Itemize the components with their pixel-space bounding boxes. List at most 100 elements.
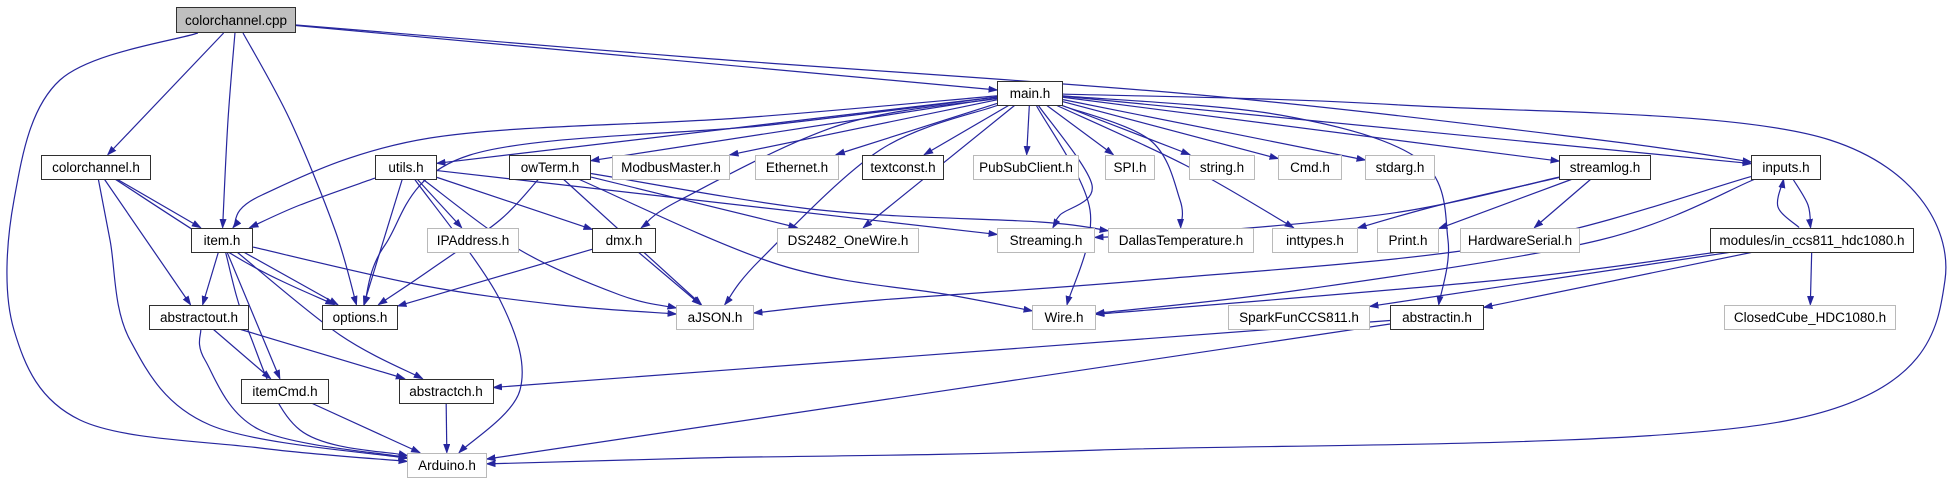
graph-node-main-h[interactable]: main.h bbox=[997, 80, 1063, 106]
include-edge-modules-to-inputs bbox=[1776, 178, 1800, 228]
graph-node-item-h[interactable]: item.h bbox=[191, 227, 253, 253]
include-edge-dmx-to-options bbox=[396, 248, 593, 307]
graph-node-ajson-h: aJSON.h bbox=[676, 304, 754, 330]
include-edge-main-to-inttypes bbox=[1056, 104, 1295, 229]
include-edge-cch-to-options bbox=[115, 178, 336, 306]
graph-node-inttypes-h: inttypes.h bbox=[1272, 227, 1358, 253]
include-edge-item-to-ach bbox=[237, 252, 424, 380]
include-edge-main-to-options bbox=[363, 96, 998, 306]
graph-node-stdarg-h: stdarg.h bbox=[1365, 154, 1435, 180]
include-edge-ccpp-to-cch bbox=[106, 32, 225, 156]
include-edge-main-to-dallas bbox=[1061, 104, 1185, 229]
include-edge-owterm-to-wire bbox=[579, 178, 1034, 313]
include-edge-ain-to-ach bbox=[492, 319, 1391, 391]
include-edge-main-to-utils bbox=[435, 96, 998, 166]
graph-node-pubsubclient-h: PubSubClient.h bbox=[973, 154, 1079, 180]
include-edge-main-to-arduino bbox=[485, 93, 1947, 468]
graph-node-ipaddress-h: IPAddress.h bbox=[427, 227, 519, 253]
include-edge-modules-to-wire bbox=[1094, 251, 1715, 318]
include-edge-main-to-streamlog bbox=[1062, 96, 1561, 164]
graph-node-sparkfunccs811-h: SparkFunCCS811.h bbox=[1228, 304, 1370, 330]
include-edge-ccpp-to-main bbox=[295, 24, 999, 93]
graph-node-spi-h: SPI.h bbox=[1105, 154, 1155, 180]
include-edge-main-to-stdarg bbox=[1062, 99, 1367, 162]
include-edge-cch-to-aout bbox=[104, 179, 192, 306]
graph-node-wire-h: Wire.h bbox=[1032, 304, 1096, 330]
graph-node-modbusmaster-h: ModbusMaster.h bbox=[612, 154, 730, 180]
include-edge-main-to-stringh bbox=[1062, 104, 1191, 156]
include-edge-aout-to-arduino bbox=[198, 329, 409, 460]
graph-node-streaming-h: Streaming.h bbox=[997, 227, 1095, 253]
graph-node-ethernet-h: Ethernet.h bbox=[755, 154, 839, 180]
include-edge-main-to-modbus bbox=[728, 99, 998, 157]
graph-node-utils-h[interactable]: utils.h bbox=[375, 154, 437, 180]
include-edge-ach-to-arduino bbox=[443, 403, 451, 454]
include-edge-main-to-inputs bbox=[1062, 95, 1753, 167]
graph-node-modules-in-ccs811-hdc1080-h[interactable]: modules/in_ccs811_hdc1080.h bbox=[1710, 227, 1914, 253]
include-edge-itemcmd-to-arduino bbox=[312, 402, 421, 454]
graph-node-colorchannel-cpp: colorchannel.cpp bbox=[176, 7, 296, 33]
graph-node-colorchannel-h[interactable]: colorchannel.h bbox=[41, 154, 151, 180]
include-edge-item-to-ajson bbox=[252, 246, 678, 317]
graph-node-hardwareserial-h: HardwareSerial.h bbox=[1460, 227, 1580, 253]
include-edge-utils-to-dmx bbox=[436, 176, 594, 230]
graph-node-textconst-h[interactable]: textconst.h bbox=[862, 154, 944, 180]
include-edge-ccpp-to-arduino bbox=[6, 32, 409, 465]
include-edge-modules-to-ain bbox=[1482, 251, 1752, 310]
graph-node-inputs-h[interactable]: inputs.h bbox=[1751, 154, 1821, 180]
include-edge-main-to-ethernet bbox=[834, 102, 998, 156]
graph-node-abstractout-h[interactable]: abstractout.h bbox=[149, 304, 249, 330]
include-edge-item-to-aout bbox=[201, 252, 219, 306]
graph-node-ds2482-onewire-h: DS2482_OneWire.h bbox=[777, 227, 919, 253]
graph-node-itemcmd-h[interactable]: itemCmd.h bbox=[241, 378, 329, 404]
include-edge-main-to-item bbox=[232, 95, 998, 229]
graph-node-arduino-h: Arduino.h bbox=[407, 452, 487, 478]
include-edge-cch-to-item bbox=[117, 178, 202, 229]
include-edge-main-to-textconst bbox=[923, 104, 1009, 156]
graph-node-dallastemperature-h: DallasTemperature.h bbox=[1108, 227, 1254, 253]
graph-node-print-h: Print.h bbox=[1377, 227, 1439, 253]
graph-node-closedcube-hdc1080-h: ClosedCube_HDC1080.h bbox=[1724, 304, 1896, 330]
include-edge-utils-to-ajson bbox=[422, 179, 678, 310]
include-edge-ain-to-arduino bbox=[485, 323, 1391, 462]
include-edge-cch-to-arduino bbox=[97, 179, 409, 461]
include-edge-streamlog-to-print bbox=[1437, 178, 1572, 230]
include-edge-streamlog-to-hwserial bbox=[1533, 179, 1591, 229]
include-edge-main-to-cmd bbox=[1062, 101, 1280, 160]
graph-node-abstractin-h[interactable]: abstractin.h bbox=[1390, 304, 1484, 330]
include-edge-main-to-spi bbox=[1046, 105, 1115, 156]
graph-node-owterm-h[interactable]: owTerm.h bbox=[509, 154, 591, 180]
include-edge-streamlog-to-inttypes bbox=[1356, 177, 1560, 230]
include-edge-main-to-owterm bbox=[589, 97, 998, 163]
include-edge-modules-to-closedcube bbox=[1807, 252, 1815, 306]
include-edge-main-to-pubsub bbox=[1023, 105, 1031, 156]
graph-node-options-h[interactable]: options.h bbox=[322, 304, 398, 330]
include-edge-ccpp-to-item bbox=[219, 32, 236, 229]
include-edge-aout-to-itemcmd bbox=[213, 329, 272, 380]
include-edge-utils-to-streaming bbox=[436, 169, 999, 237]
include-edge-utils-to-ipaddr bbox=[417, 179, 463, 229]
include-edge-item-to-arduino bbox=[225, 252, 409, 457]
include-edge-modules-to-sparkfun bbox=[1368, 251, 1729, 309]
include-edge-main-to-ain bbox=[1062, 95, 1450, 306]
include-edge-inputs-to-modules bbox=[1792, 179, 1813, 229]
include-edge-inputs-to-ajson bbox=[752, 175, 1752, 316]
include-edge-main-to-dmx bbox=[640, 97, 998, 229]
include-edge-inputs-to-wire bbox=[1094, 178, 1755, 316]
include-edge-utils-to-options bbox=[362, 179, 403, 306]
include-edge-item-to-options bbox=[244, 251, 339, 306]
include-edge-aout-to-ach bbox=[240, 328, 406, 380]
graph-node-cmd-h: Cmd.h bbox=[1278, 154, 1342, 180]
include-edge-ccpp-to-options bbox=[242, 32, 358, 306]
graph-node-streamlog-h[interactable]: streamlog.h bbox=[1559, 154, 1651, 180]
include-edge-main-to-ajson bbox=[723, 104, 998, 306]
include-edge-main-to-wire bbox=[1035, 105, 1092, 306]
graph-node-abstractch-h[interactable]: abstractch.h bbox=[398, 378, 494, 404]
include-edge-ccpp-to-inputs bbox=[295, 24, 1753, 165]
include-edge-item-to-itemcmd bbox=[226, 252, 281, 380]
include-edge-owterm-to-dallas bbox=[590, 172, 1110, 234]
include-edge-utils-to-item bbox=[248, 177, 376, 229]
graph-node-dmx-h[interactable]: dmx.h bbox=[592, 227, 656, 253]
